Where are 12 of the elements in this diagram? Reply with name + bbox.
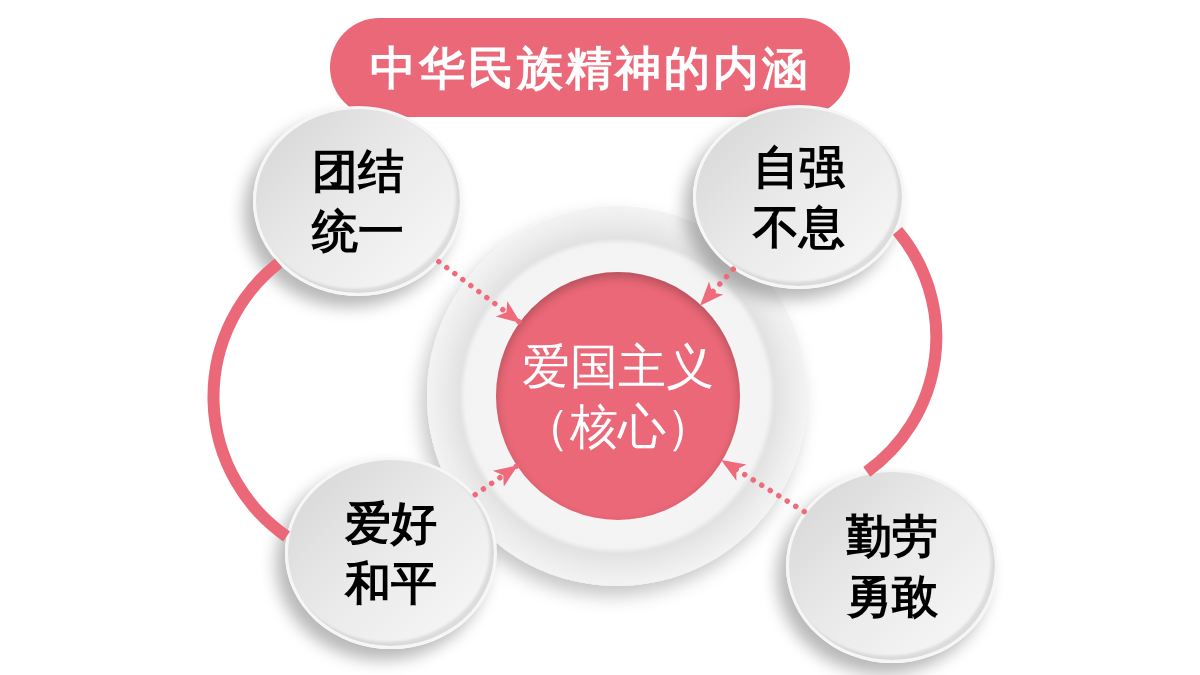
title: 中华民族精神的内涵	[369, 39, 811, 96]
node-label: 勤劳勇敢	[845, 508, 939, 625]
node-label: 爱国主义（核心）	[521, 337, 715, 456]
arc-connector	[207, 258, 291, 542]
arc-connector	[863, 227, 942, 477]
node-label: 团结统一	[310, 143, 405, 260]
dotted-arrow	[436, 258, 523, 326]
node-label: 自强不息	[751, 139, 846, 256]
dotted-arrow	[472, 463, 520, 498]
node-label: 爱好和平	[343, 495, 438, 612]
dotted-arrow	[698, 266, 737, 308]
dotted-arrow	[719, 457, 808, 515]
